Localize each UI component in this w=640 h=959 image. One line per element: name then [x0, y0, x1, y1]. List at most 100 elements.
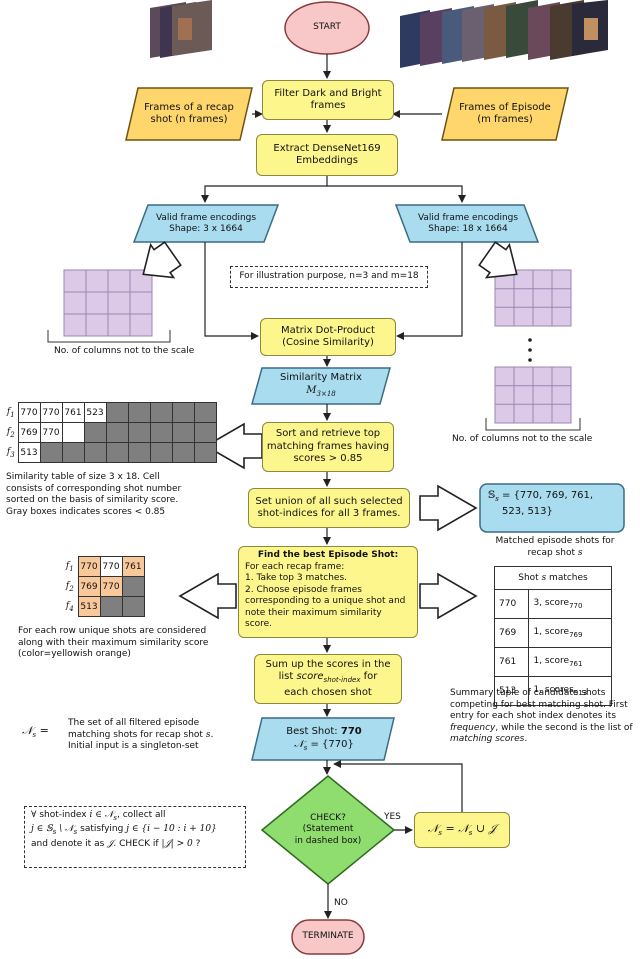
sum-line-2a: list — [278, 671, 294, 683]
extract-embeddings-node: Extract DenseNet169 Embeddings — [256, 134, 398, 176]
sum-line-3: each chosen shot — [284, 686, 372, 698]
sim-cell — [83, 442, 107, 463]
matched-set-text: 𝕊s = {770, 769, 761, 523, 513} — [488, 490, 622, 518]
unique-cell — [99, 596, 123, 617]
matched-caption: Matched episode shots for recap shot s — [490, 536, 620, 559]
find-best-line-2: 1. Take top 3 matches. — [245, 573, 348, 583]
recap-symbol-s: s — [577, 547, 583, 558]
summary-caption-line-2: competing for best matching shot. First — [450, 699, 628, 710]
recap-frame-thumbnails — [150, 0, 212, 58]
summary-shot-cell: 770 — [493, 589, 530, 619]
similarity-matrix-node — [251, 367, 391, 405]
valid-left-line-2: Shape: 3 x 1664 — [169, 224, 243, 234]
unique-cell: 770 — [77, 556, 101, 577]
check-line-3: in dashed box) — [294, 835, 362, 846]
sim-cell — [105, 402, 129, 423]
no-label: NO — [334, 898, 348, 908]
recap-frames-line-2: shot (n frames) — [150, 114, 228, 125]
unique-cell: 770 — [99, 556, 123, 577]
matched-set-symbol: 𝕊s — [488, 490, 499, 503]
sim-cell: 769 — [17, 422, 41, 443]
summary-shot-cell: 513 — [493, 676, 530, 706]
find-best-line-4: corresponding to a unique shot and — [245, 596, 406, 606]
sim-cell: 761 — [61, 402, 85, 423]
summary-caption-line-4: , while the second is the list of — [495, 722, 633, 733]
matrix-dims: 3×18 — [316, 389, 336, 398]
cond-j-size: |𝒥| > 0 — [161, 838, 193, 849]
set-union-line-2: shot-indices for all 3 frames. — [257, 508, 401, 519]
sim-cell — [193, 402, 217, 423]
sim-cell — [105, 422, 129, 443]
episode-frames-line-2: (m frames) — [477, 114, 533, 125]
unique-cell: 770 — [99, 576, 123, 597]
sim-cell — [127, 402, 151, 423]
episode-frames-label: Frames of Episode (m frames) — [446, 92, 564, 136]
filtered-s-symbol: s — [205, 729, 211, 740]
cond-question: ? — [195, 838, 201, 849]
sum-score-sub: shot-index — [323, 676, 361, 685]
filtered-line-3: Initial input is a singleton-set — [68, 741, 199, 751]
condition-box: ∀ shot-index i ∈ 𝒩s, collect all j ∈ 𝕊s … — [24, 806, 246, 868]
matched-set-line-2: 523, 513} — [502, 505, 553, 517]
check-label: CHECK? (Statement in dashed box) — [282, 808, 374, 852]
unique-row-label: f2 — [65, 580, 74, 593]
sim-row-label: f2 — [6, 426, 15, 439]
no-scale-right-caption: No. of columns not to the scale — [452, 434, 593, 444]
sim-cell: 523 — [83, 402, 107, 423]
summary-header: Shot s matches — [494, 566, 612, 590]
hollow-arrow-summary — [419, 572, 478, 620]
dot-product-node: Matrix Dot-Product (Cosine Similarity) — [260, 318, 396, 356]
right-matrix-ellipsis — [528, 338, 532, 362]
sim-cell — [171, 442, 195, 463]
cond-j-symbol: 𝒥 — [107, 838, 114, 849]
sim-cell — [193, 422, 217, 443]
filter-line-1: Filter Dark and Bright — [274, 87, 382, 99]
summary-shot-cell: 761 — [493, 647, 530, 677]
best-shot-set: = {770} — [310, 738, 354, 750]
sim-cell: 770 — [17, 402, 41, 423]
matched-caption-line-2: recap shot — [527, 547, 575, 558]
filtered-line-2: matching shots for recap shot — [68, 729, 203, 740]
find-best-line-1: For each recap frame: — [245, 561, 345, 572]
cond-shot-index: shot-index — [39, 810, 87, 820]
recap-frames-line-1: Frames of a recap — [144, 101, 234, 113]
hollow-arrow-right-1 — [478, 241, 518, 279]
right-embedding-matrix-bottom — [494, 366, 572, 424]
episode-frames-line-1: Frames of Episode — [459, 101, 551, 113]
sim-cell — [149, 442, 173, 463]
best-shot-label: Best Shot: 770 𝒩s = {770} — [260, 722, 388, 758]
summary-shot-cell: 769 — [493, 618, 530, 648]
right-embedding-matrix-top — [494, 269, 572, 327]
illustration-note: For illustration purpose, n=3 and m=18 — [230, 266, 428, 288]
terminate-label: TERMINATE — [302, 931, 354, 942]
recap-frames-input — [125, 87, 253, 141]
cond-satisfying: satisfying — [80, 824, 124, 835]
summary-caption-matching: matching scores — [450, 734, 525, 744]
find-best-line-5: note their maximum similarity score. — [245, 607, 382, 630]
sim-cell — [127, 442, 151, 463]
cond-denote: and denote it as — [31, 838, 105, 849]
filter-frames-node: Filter Dark and Bright frames — [262, 80, 394, 120]
extract-line-2: Embeddings — [296, 155, 358, 166]
matched-set-box — [479, 483, 625, 533]
summary-caption-line-3: entry for each shot index denotes its — [450, 711, 617, 721]
sim-cell — [149, 402, 173, 423]
flow-connectors — [201, 54, 466, 919]
hollow-arrow-sort — [204, 422, 263, 470]
set-union-line-1: Set union of all such selected — [255, 495, 403, 507]
sim-cell — [83, 422, 107, 443]
unique-caption: For each row unique shots are considered… — [18, 626, 248, 661]
matrix-letter: M — [306, 384, 317, 396]
dot-product-line-2: (Cosine Similarity) — [282, 337, 374, 348]
sim-caption-line-3: sorted on the basis of similarity score. — [6, 495, 179, 505]
